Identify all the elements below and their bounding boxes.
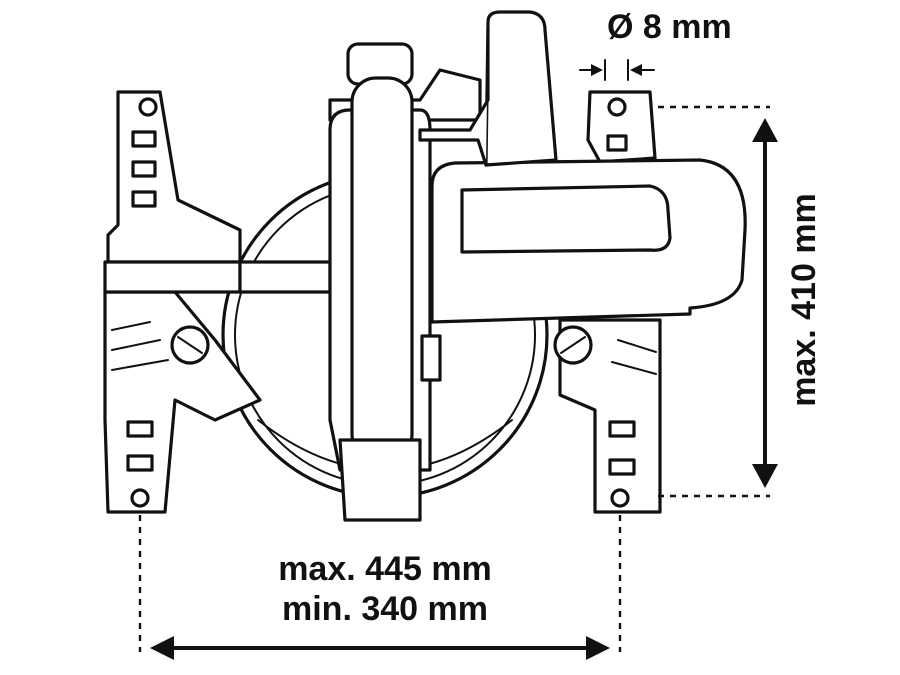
width-max-label: max. 445 mm (278, 550, 492, 588)
height-arrowhead-bottom (752, 464, 778, 488)
motor-side-panel (460, 184, 672, 254)
slot (131, 130, 157, 148)
mounting-hole-rear-left (138, 97, 158, 117)
hole-dim-arrowhead-left (591, 64, 603, 76)
slot (606, 134, 628, 152)
left-rear-foot (106, 90, 242, 264)
foot-ribs (111, 321, 657, 375)
slot (126, 454, 154, 472)
dimension-annotations (138, 59, 778, 660)
width-min-label: min. 340 mm (282, 590, 488, 628)
handle-grip (418, 26, 490, 167)
hole-diameter-label: Ø 8 mm (607, 8, 732, 46)
blade-bracket (420, 334, 442, 382)
left-lock-knob (170, 325, 210, 365)
right-lock-knob (553, 325, 593, 365)
slot (131, 190, 157, 208)
width-arrowhead-left (150, 636, 174, 660)
carry-handle (484, 10, 558, 167)
blade-nose (338, 438, 422, 522)
left-foot-slots (126, 130, 157, 472)
mounting-hole-front-right (610, 488, 630, 508)
slot (131, 160, 157, 178)
slot (126, 420, 154, 438)
hole-dim-arrowhead-right (630, 64, 642, 76)
mounting-hole-rear-right (607, 97, 627, 117)
height-arrowhead-top (752, 118, 778, 142)
miter-saw-outline (103, 10, 747, 522)
left-extension-bar (103, 260, 242, 294)
mounting-hole-front-left (130, 488, 150, 508)
slot (608, 420, 636, 438)
slot (608, 458, 636, 476)
blade-guard (350, 76, 414, 460)
right-foot-slots (606, 134, 636, 476)
height-max-label: max. 410 mm (785, 193, 823, 407)
fence-left (238, 260, 332, 294)
width-arrowhead-right (586, 636, 610, 660)
